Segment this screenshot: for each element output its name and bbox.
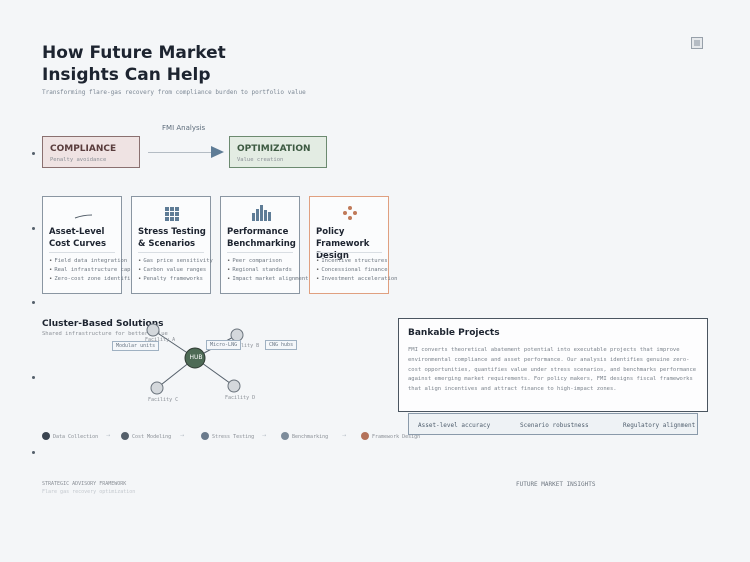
facility-label: Facility A xyxy=(145,337,176,343)
list-item: Gas price sensitivity xyxy=(138,257,228,266)
list-item: Investment acceleration xyxy=(316,275,406,284)
flow-dot xyxy=(121,432,129,440)
bankable-panel: Bankable Projects FMI converts theoretic… xyxy=(398,318,708,412)
curve-icon xyxy=(43,205,121,221)
list-item: Impact market alignment xyxy=(227,275,317,284)
page-title: How Future Market Insights Can Help xyxy=(42,43,226,85)
list-item: Field data integration xyxy=(49,257,139,266)
list-item: Penalty frameworks xyxy=(138,275,228,284)
section-bullet xyxy=(32,451,35,454)
card-list: Peer comparison Regional standards Impac… xyxy=(227,257,317,284)
cluster-subtitle: Shared infrastructure for better value xyxy=(42,331,168,337)
tag-cng: CNG hubs xyxy=(265,340,298,350)
flow-arrow-icon: → xyxy=(342,433,347,439)
section-bullet xyxy=(32,376,35,379)
cluster-network xyxy=(146,323,244,395)
footer-left: STRATEGIC ADVISORY FRAMEWORK xyxy=(42,481,127,487)
flow-label: Stress Testing xyxy=(212,434,255,440)
card-list: Gas price sensitivity Carbon value range… xyxy=(138,257,228,284)
card-title: Policy Framework Design xyxy=(316,227,370,261)
flow-label: Cost Modeling xyxy=(132,434,172,440)
flow-arrow-icon: → xyxy=(106,433,111,439)
card-stress-testing: Stress Testing & Scenarios Gas price sen… xyxy=(131,196,213,294)
bankable-body: FMI converts theoretical abatement poten… xyxy=(408,347,697,393)
facility-label: Facility D xyxy=(225,395,256,401)
optimization-sub: Value creation xyxy=(237,157,284,163)
pill-accuracy: Asset-level accuracy xyxy=(418,422,491,429)
list-item: Carbon value ranges xyxy=(138,266,228,275)
list-item: Concessional finance xyxy=(316,266,406,275)
flow-dot xyxy=(361,432,369,440)
compliance-title: COMPLIANCE xyxy=(50,144,117,154)
facility-label: Facility C xyxy=(148,397,179,403)
card-list: Field data integration Real infrastructu… xyxy=(49,257,150,284)
card-title: Stress Testing & Scenarios xyxy=(138,227,206,249)
list-item: Incentive structures xyxy=(316,257,406,266)
footer-left-sub: Flare gas recovery optimization xyxy=(42,489,136,495)
facility-node xyxy=(227,379,241,393)
card-policy: Policy Framework Design Incentive struct… xyxy=(309,196,397,294)
flow-dot xyxy=(281,432,289,440)
section-bullet xyxy=(32,227,35,230)
transition-arrow-line xyxy=(148,152,212,153)
flow-arrow-icon: → xyxy=(180,433,185,439)
facility-label: Facility B xyxy=(229,343,260,349)
page-subtitle: Transforming flare-gas recovery from com… xyxy=(42,89,306,96)
flow-label: Data Collection xyxy=(53,434,99,440)
fmi-analysis-label: FMI Analysis xyxy=(162,124,206,132)
list-item: Real infrastructure caps xyxy=(49,266,139,275)
bar-chart-icon xyxy=(221,205,299,221)
compliance-sub: Penalty avoidance xyxy=(50,157,107,163)
section-bullet xyxy=(32,301,35,304)
facility-node xyxy=(150,381,164,395)
pill-regulatory: Regulatory alignment xyxy=(623,422,696,429)
flow-dot xyxy=(201,432,209,440)
benefit-pills: Asset-level accuracy Scenario robustness… xyxy=(408,413,698,435)
list-item: Peer comparison xyxy=(227,257,317,266)
list-item: Regional standards xyxy=(227,266,317,275)
grid-icon xyxy=(132,205,210,221)
frame-icon[interactable] xyxy=(691,37,703,49)
card-cost-curves: Asset-Level Cost Curves Field data integ… xyxy=(42,196,150,294)
card-list: Incentive structures Concessional financ… xyxy=(316,257,406,284)
optimization-box: OPTIMIZATION Value creation xyxy=(229,136,327,168)
tag-micro-lng: Micro-LNG xyxy=(206,340,242,350)
bankable-title: Bankable Projects xyxy=(408,328,500,338)
flow-dot xyxy=(42,432,50,440)
hub-node xyxy=(184,347,206,369)
tag-modular: Modular units xyxy=(112,341,160,351)
diamond-dots-icon xyxy=(310,205,388,221)
card-title: Performance Benchmarking xyxy=(227,227,296,249)
card-benchmarking: Performance Benchmarking Peer comparison… xyxy=(220,196,308,294)
hub-label: HUB xyxy=(189,354,203,361)
flow-label: Benchmarking xyxy=(292,434,329,440)
compliance-box: COMPLIANCE Penalty avoidance xyxy=(42,136,140,168)
arrow-right-icon xyxy=(211,146,224,158)
pill-robustness: Scenario robustness xyxy=(520,422,589,429)
optimization-title: OPTIMIZATION xyxy=(237,144,311,154)
flow-label: Framework Design xyxy=(372,434,421,440)
card-title: Asset-Level Cost Curves xyxy=(49,227,107,249)
section-bullet xyxy=(32,152,35,155)
flow-arrow-icon: → xyxy=(262,433,267,439)
facility-node xyxy=(146,323,160,337)
footer-right: FUTURE MARKET INSIGHTS xyxy=(516,481,596,488)
list-item: Zero-cost zone identification xyxy=(49,275,150,284)
cluster-title: Cluster-Based Solutions xyxy=(42,319,164,329)
